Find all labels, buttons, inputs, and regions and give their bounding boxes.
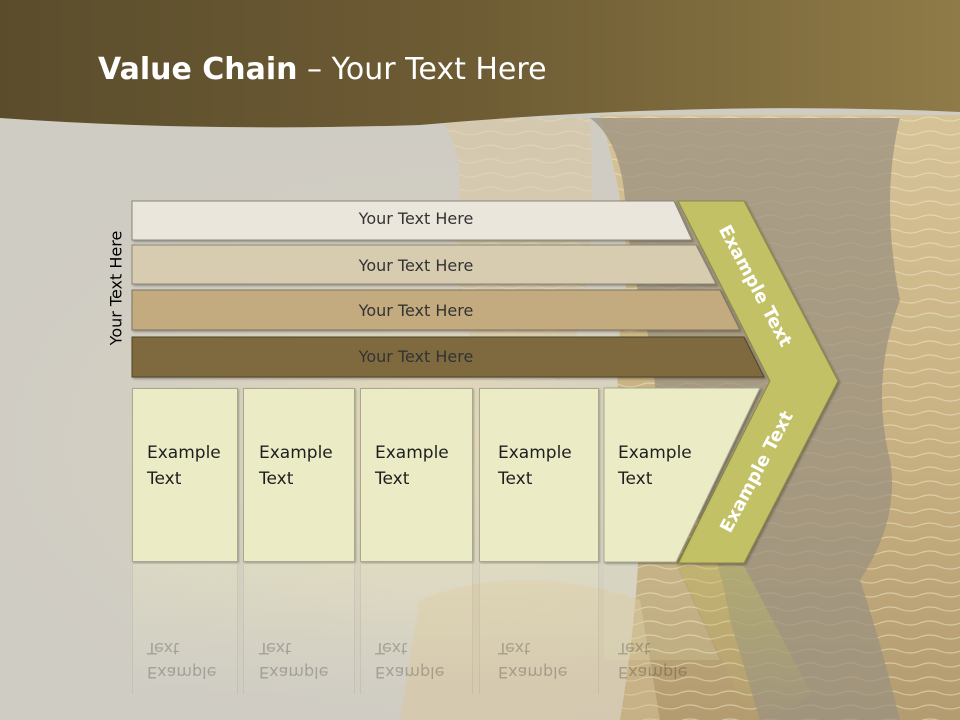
- box-4-line1: Example: [498, 443, 572, 463]
- bar-2: [131, 244, 717, 285]
- bar-4-label: Your Text Here: [358, 347, 474, 366]
- title-rest: – Your Text Here: [297, 52, 547, 87]
- bar-1: [131, 200, 693, 241]
- box-1-text: Example Text: [147, 440, 221, 492]
- box-2-reflection-line1: Example: [259, 663, 329, 682]
- bar-1-label: Your Text Here: [358, 209, 474, 228]
- box-2-reflection-line2: Text: [259, 639, 292, 658]
- box-2-line2: Text: [259, 469, 294, 489]
- bar-3-label: Your Text Here: [358, 301, 474, 320]
- bar-2-label: Your Text Here: [358, 256, 474, 275]
- chevron-reflection: [678, 566, 812, 720]
- box-3-line2: Text: [375, 469, 410, 489]
- box-1-reflection: [132, 564, 238, 694]
- box-2-reflection-text: Example Text: [259, 636, 328, 684]
- box-2: [243, 388, 355, 562]
- box-3-reflection: [360, 564, 473, 694]
- box-4: [479, 388, 599, 562]
- box-3-text: Example Text: [375, 440, 449, 492]
- box-4-reflection: [479, 564, 599, 694]
- box-2-line1: Example: [259, 443, 333, 463]
- box-4-reflection-line1: Example: [498, 663, 568, 682]
- box-5: [603, 387, 761, 563]
- box-3-reflection-text: Example Text: [375, 636, 444, 684]
- box-4-reflection-line2: Text: [498, 639, 531, 658]
- box-5-reflection-line1: Example: [618, 663, 688, 682]
- box-1-reflection-line1: Example: [147, 663, 217, 682]
- box-5-reflection: [604, 564, 720, 660]
- box-1: [132, 388, 238, 562]
- box-1-line1: Example: [147, 443, 221, 463]
- box-1-line2: Text: [147, 469, 182, 489]
- box-4-reflection-text: Example Text: [498, 636, 567, 684]
- box-3: [360, 388, 473, 562]
- box-2-reflection: [243, 564, 355, 694]
- box-5-reflection-line2: Text: [618, 639, 651, 658]
- box-5-text: Example Text: [618, 440, 692, 492]
- chevron-shape: [677, 200, 839, 564]
- box-3-reflection-line1: Example: [375, 663, 445, 682]
- box-3-line1: Example: [375, 443, 449, 463]
- box-1-reflection-text: Example Text: [147, 636, 216, 684]
- box-5-line1: Example: [618, 443, 692, 463]
- side-label-text: Your Text Here: [106, 230, 126, 346]
- box-4-line2: Text: [498, 469, 533, 489]
- box-4-text: Example Text: [498, 440, 572, 492]
- box-3-reflection-line2: Text: [375, 639, 408, 658]
- bar-3: [131, 289, 741, 331]
- box-5-line2: Text: [618, 469, 653, 489]
- bar-4: [131, 336, 765, 378]
- box-2-text: Example Text: [259, 440, 333, 492]
- slide-title: Value Chain – Your Text Here: [98, 52, 547, 96]
- box-5-reflection-text: Example Text: [618, 636, 687, 684]
- title-bold: Value Chain: [98, 52, 298, 87]
- box-1-reflection-line2: Text: [147, 639, 180, 658]
